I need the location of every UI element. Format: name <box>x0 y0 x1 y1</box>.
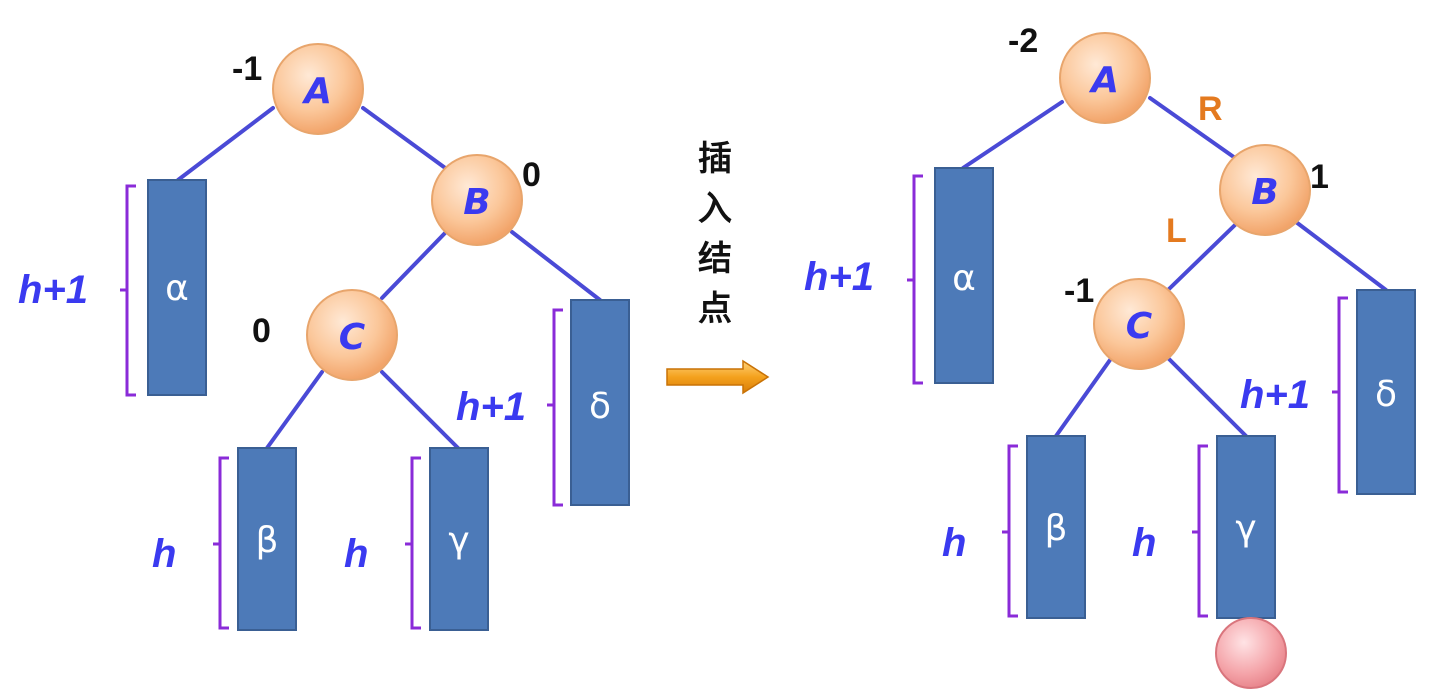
subtree-alpha-after-label: α <box>952 258 976 299</box>
height-brace-gamma <box>405 456 421 630</box>
node-b <box>431 154 523 246</box>
subtree-beta-after-label: β <box>1045 508 1068 549</box>
height-label-beta: h <box>152 532 176 576</box>
edge-a-alpha <box>176 106 275 182</box>
balance-a-after: -2 <box>1008 22 1038 60</box>
insert-caption: 插 入 结 点 <box>698 139 732 329</box>
subtree-delta-after <box>1356 289 1416 495</box>
height-label-gamma: h <box>344 532 368 576</box>
node-c-after <box>1093 278 1185 370</box>
node-a <box>272 43 364 135</box>
edge-c-gamma-after <box>1166 356 1248 438</box>
node-c <box>306 289 398 381</box>
node-b-label: B <box>463 182 490 223</box>
caption-char-2: 入 <box>698 189 732 229</box>
height-brace-delta-after <box>1332 296 1348 494</box>
subtree-gamma-after <box>1216 435 1276 619</box>
node-a-after-label: A <box>1088 60 1119 101</box>
edge-a-b <box>361 106 450 172</box>
height-label-beta-after: h <box>942 521 966 565</box>
balance-c-after: -1 <box>1064 272 1094 310</box>
subtree-alpha <box>147 179 207 396</box>
edge-a-b-after <box>1148 96 1240 162</box>
subtree-delta-after-label: δ <box>1375 374 1397 415</box>
balance-b-after: 1 <box>1310 158 1329 196</box>
balance-c: 0 <box>252 312 271 350</box>
edge-b-c-after <box>1166 222 1238 292</box>
balance-a: -1 <box>232 50 262 88</box>
edge-b-delta <box>510 230 602 302</box>
edge-c-beta <box>265 370 324 450</box>
node-b-after-label: B <box>1251 172 1278 213</box>
subtree-gamma <box>429 447 489 631</box>
rotation-label-r: R <box>1198 90 1223 128</box>
subtree-alpha-label: α <box>165 268 189 309</box>
edge-a-alpha-after <box>961 100 1064 170</box>
subtree-beta <box>237 447 297 631</box>
node-b-after <box>1219 144 1311 236</box>
height-brace-gamma-after <box>1192 444 1208 618</box>
height-brace-alpha-after <box>907 174 923 385</box>
height-label-alpha: h+1 <box>18 268 88 312</box>
subtree-alpha-after <box>934 167 994 384</box>
caption-char-1: 插 <box>698 139 732 179</box>
height-label-gamma-after: h <box>1132 521 1156 565</box>
subtree-beta-after <box>1026 435 1086 619</box>
caption-char-4: 点 <box>698 289 732 329</box>
edge-c-gamma <box>380 370 460 450</box>
height-label-delta-after: h+1 <box>1240 373 1310 417</box>
inserted-node <box>1215 617 1287 689</box>
height-brace-delta <box>547 308 563 507</box>
subtree-gamma-label: γ <box>448 520 469 561</box>
subtree-beta-label: β <box>256 520 279 561</box>
caption-char-3: 结 <box>698 239 732 279</box>
edge-b-delta-after <box>1294 220 1388 292</box>
node-a-after <box>1059 32 1151 124</box>
tree-before: α β γ δ h+1 h h h+1 A B C -1 0 0 <box>18 43 630 631</box>
balance-b: 0 <box>522 156 541 194</box>
height-label-delta: h+1 <box>456 385 526 429</box>
subtree-delta-label: δ <box>589 386 611 427</box>
height-brace-alpha <box>120 184 136 397</box>
node-c-after-label: C <box>1126 306 1153 347</box>
rotation-label-l: L <box>1166 212 1187 250</box>
subtree-gamma-after-label: γ <box>1235 508 1256 549</box>
arrow-icon <box>666 359 770 395</box>
height-label-alpha-after: h+1 <box>804 255 874 299</box>
height-brace-beta <box>213 456 229 630</box>
edge-b-c <box>380 230 448 300</box>
tree-after: α β γ δ h+1 h h h+1 A B C -2 1 -1 R L <box>804 22 1416 689</box>
edge-c-beta-after <box>1054 358 1112 438</box>
node-a-label: A <box>301 71 332 112</box>
subtree-delta <box>570 299 630 506</box>
node-c-label: C <box>339 317 366 358</box>
height-brace-beta-after <box>1002 444 1018 618</box>
